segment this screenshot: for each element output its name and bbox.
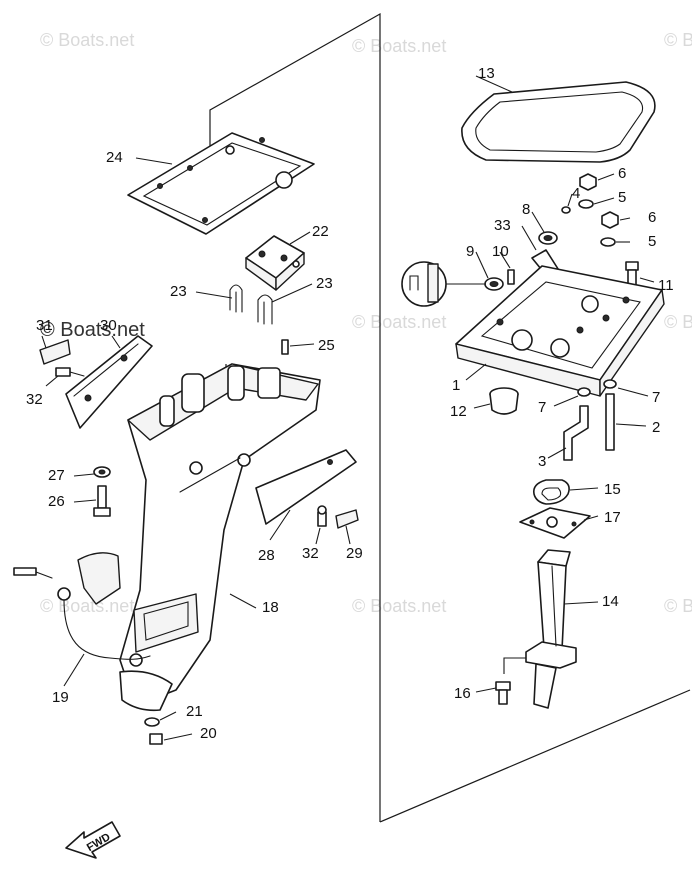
part-32-screw-left bbox=[55, 367, 85, 377]
part-5-washer-lower bbox=[600, 237, 616, 247]
callout-23-right: 23 bbox=[316, 275, 333, 292]
part-9-seal bbox=[484, 277, 504, 291]
callout-5-lower: 5 bbox=[648, 233, 656, 250]
callout-7-left: 7 bbox=[538, 399, 546, 416]
watermark-top-center: © Boats.net bbox=[352, 36, 446, 56]
callout-26: 26 bbox=[48, 493, 65, 510]
part-21-washer bbox=[144, 717, 160, 727]
callout-10: 10 bbox=[492, 243, 509, 260]
watermark-bold: © Boats.net bbox=[40, 319, 145, 341]
part-10-pin bbox=[507, 269, 515, 285]
watermark-top-right: © Boats.net bbox=[664, 30, 692, 50]
callout-25: 25 bbox=[318, 337, 335, 354]
part-14-exhaust-guide bbox=[525, 549, 577, 709]
callout-28: 28 bbox=[258, 547, 275, 564]
part-24-top-gasket bbox=[127, 132, 315, 235]
callout-30: 30 bbox=[100, 317, 117, 334]
callout-15: 15 bbox=[604, 481, 621, 498]
part-20-bolt bbox=[149, 733, 163, 745]
part-19-ground-wire bbox=[13, 552, 151, 660]
callout-33: 33 bbox=[494, 217, 511, 234]
part-15-seal bbox=[532, 479, 570, 505]
callout-6-upper: 6 bbox=[618, 165, 626, 182]
part-4-collar bbox=[561, 206, 571, 214]
callout-8: 8 bbox=[522, 201, 530, 218]
callout-12: 12 bbox=[450, 403, 467, 420]
part-5-washer-upper bbox=[578, 199, 594, 209]
callout-21: 21 bbox=[186, 703, 203, 720]
callout-18: 18 bbox=[262, 599, 279, 616]
part-7-washer-right bbox=[603, 379, 617, 389]
part-22-mount-plate bbox=[245, 235, 305, 291]
callout-5-upper: 5 bbox=[618, 189, 626, 206]
callout-14: 14 bbox=[602, 593, 619, 610]
watermarks: © Boats.net © Boats.net © Boats.net © Bo… bbox=[40, 30, 692, 616]
part-6-nut-upper bbox=[579, 173, 597, 191]
part-25-pin bbox=[281, 339, 289, 355]
callout-22: 22 bbox=[312, 223, 329, 240]
fwd-arrow: FWD bbox=[65, 821, 121, 859]
part-13-cowling-seal bbox=[461, 81, 656, 163]
callout-7-right: 7 bbox=[652, 389, 660, 406]
callout-27: 27 bbox=[48, 467, 65, 484]
callout-11: 11 bbox=[658, 277, 674, 294]
part-28-side-cover bbox=[255, 449, 357, 525]
callout-16: 16 bbox=[454, 685, 471, 702]
leader-lines bbox=[41, 75, 655, 741]
part-7-washer-left bbox=[577, 387, 591, 397]
callout-32-right: 32 bbox=[302, 545, 319, 562]
callout-2: 2 bbox=[652, 419, 660, 436]
watermark-lower-center: © Boats.net bbox=[352, 596, 446, 616]
part-31-decal bbox=[39, 339, 71, 365]
callout-31: 31 bbox=[36, 317, 53, 334]
callout-3: 3 bbox=[538, 453, 546, 470]
watermark-top-left: © Boats.net bbox=[40, 30, 134, 50]
callout-19: 19 bbox=[52, 689, 69, 706]
callout-32-left: 32 bbox=[26, 391, 43, 408]
part-16-bolt bbox=[495, 681, 511, 705]
part-26-bolt bbox=[93, 485, 111, 517]
part-30-side-cover bbox=[65, 335, 153, 429]
part-1-bottom-cowling bbox=[455, 265, 665, 397]
callout-17: 17 bbox=[604, 509, 621, 526]
watermark-mid-far-right: © Boats.net bbox=[664, 312, 692, 332]
part-12-grommet bbox=[489, 387, 519, 415]
part-29-decal bbox=[335, 509, 359, 529]
callout-6-lower: 6 bbox=[648, 209, 656, 226]
watermark-lower-left: © Boats.net bbox=[40, 596, 134, 616]
part-6-nut-lower bbox=[601, 211, 619, 229]
part-32-screw-right bbox=[317, 505, 327, 527]
inset-detail bbox=[401, 261, 486, 307]
callout-4: 4 bbox=[572, 185, 580, 202]
callout-24: 24 bbox=[106, 149, 123, 166]
watermark-lower-right: © Boats.net bbox=[664, 596, 692, 616]
part-18-upper-casing bbox=[119, 363, 321, 712]
part-27-washer bbox=[93, 466, 111, 478]
callout-29: 29 bbox=[346, 545, 363, 562]
callout-1: 1 bbox=[452, 377, 460, 394]
callout-9: 9 bbox=[466, 243, 474, 260]
watermark-mid-right: © Boats.net bbox=[352, 312, 446, 332]
callout-13: 13 bbox=[478, 65, 495, 82]
part-3-shift-rod bbox=[563, 405, 589, 461]
part-17-gasket bbox=[519, 507, 591, 539]
part-23-water-tubes bbox=[229, 284, 273, 325]
callout-labels: 24 22 23 23 25 31 30 32 27 26 18 19 21 2… bbox=[26, 65, 674, 742]
part-8-grommet bbox=[538, 231, 558, 245]
callout-23-left: 23 bbox=[170, 283, 187, 300]
callout-20: 20 bbox=[200, 725, 217, 742]
part-2-stud bbox=[605, 393, 615, 451]
